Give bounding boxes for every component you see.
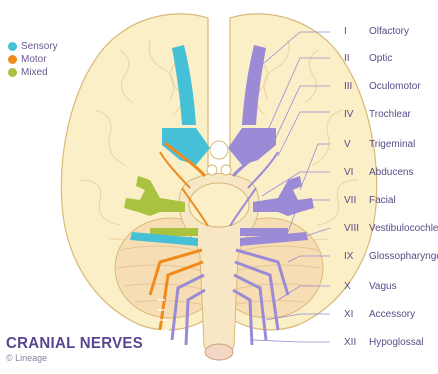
- motor-swatch: [8, 55, 17, 64]
- legend-item-mixed: Mixed: [8, 66, 58, 79]
- nerve-numeral: V: [344, 139, 351, 151]
- nerve-numeral: VI: [344, 167, 353, 179]
- pituitary: [210, 141, 228, 159]
- mixed-swatch: [8, 68, 17, 77]
- nerve-name: Hypoglossal: [369, 337, 423, 349]
- nerve-name: Trochlear: [369, 109, 411, 121]
- nerve-numeral: IX: [344, 251, 353, 263]
- pons: [189, 183, 249, 227]
- nerve-numeral: I: [344, 26, 347, 38]
- nerve-name: Vagus: [369, 281, 397, 293]
- nerve-name: Vestibulocochlear: [369, 223, 438, 235]
- nerve-numeral: III: [344, 81, 352, 93]
- nerve-name: Optic: [369, 53, 392, 65]
- legend-item-motor: Motor: [8, 53, 58, 66]
- legend: Sensory Motor Mixed: [8, 40, 58, 79]
- nerve-name: Accessory: [369, 309, 415, 321]
- legend-label: Mixed: [21, 67, 48, 78]
- nerve-name: Glossopharyngeal: [369, 251, 438, 263]
- legend-item-sensory: Sensory: [8, 40, 58, 53]
- nerve-numeral: IV: [344, 109, 353, 121]
- legend-label: Motor: [21, 54, 47, 65]
- credit-text: © Lineage: [6, 353, 47, 363]
- nerve-name: Abducens: [369, 167, 413, 179]
- mammillary-right: [221, 165, 231, 175]
- nerve-name: Olfactory: [369, 26, 409, 38]
- nerve-numeral: X: [344, 281, 351, 293]
- nerve-numeral: XII: [344, 337, 356, 349]
- nerve-numeral: VII: [344, 195, 356, 207]
- legend-label: Sensory: [21, 41, 58, 52]
- sensory-swatch: [8, 42, 17, 51]
- nerve-numeral: II: [344, 53, 350, 65]
- nerve-name: Trigeminal: [369, 139, 415, 151]
- mammillary-left: [207, 165, 217, 175]
- nerve-numeral: VIII: [344, 223, 359, 235]
- nerve-name: Facial: [369, 195, 396, 207]
- diagram-title: CRANIAL NERVES: [6, 335, 143, 353]
- nerve-numeral: XI: [344, 309, 353, 321]
- nerve-name: Oculomotor: [369, 81, 421, 93]
- medulla-cut: [205, 344, 233, 360]
